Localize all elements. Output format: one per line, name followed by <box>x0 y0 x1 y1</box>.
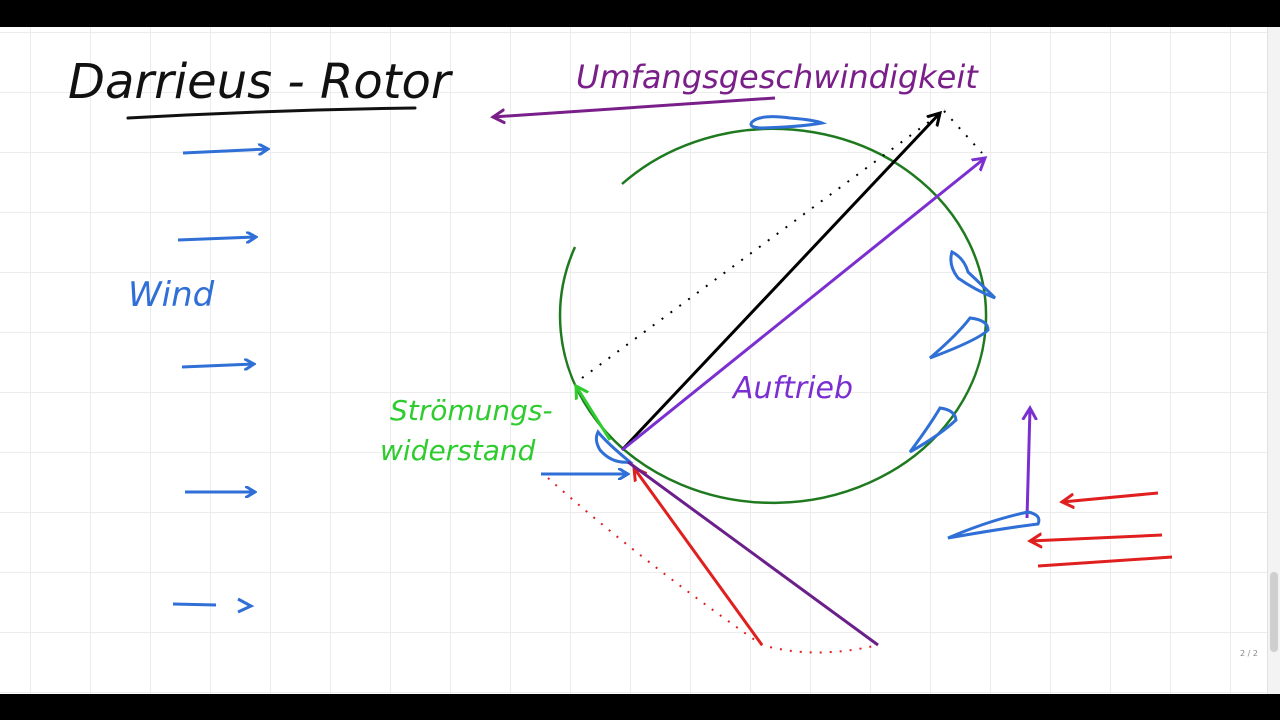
title-underline <box>126 106 417 120</box>
blade-right-middle <box>929 316 990 360</box>
wind-arrow <box>177 237 256 240</box>
wind-arrow <box>172 602 217 607</box>
blade-right-lower <box>908 406 958 454</box>
blade-right-upper <box>949 249 997 300</box>
detail-lift-arrow <box>1027 408 1030 519</box>
detail-wind-arrow <box>1030 535 1163 541</box>
rotor-blades <box>594 115 997 464</box>
projection-dotted-line <box>943 110 983 154</box>
blade-top <box>749 115 828 130</box>
drag-label-line1: Strömungs- <box>390 394 553 427</box>
circumferential-speed-label: Umfangsgeschwindigkeit <box>576 58 979 96</box>
vector-sum-dotted-line <box>547 477 879 654</box>
resultant-force-arrow <box>620 113 940 452</box>
detail-wind-arrow <box>1062 491 1159 502</box>
detail-blade <box>947 510 1041 540</box>
circumferential-speed-arrow <box>493 96 776 117</box>
wind-arrow <box>181 364 254 367</box>
scrollbar-thumb[interactable] <box>1270 572 1278 652</box>
lift-label: Auftrieb <box>731 371 853 406</box>
darrieus-rotor-sketch: Darrieus - Rotor Wind Umfangsgeschwindig… <box>68 54 1173 654</box>
relative-wind-arrow <box>634 468 764 646</box>
whiteboard-canvas[interactable]: Darrieus - Rotor Wind Umfangsgeschwindig… <box>0 27 1280 694</box>
drag-label-line2: widerstand <box>380 434 536 467</box>
vertical-scrollbar[interactable] <box>1267 27 1280 694</box>
circumferential-component-line <box>627 460 879 647</box>
blade-detail-sketch <box>947 408 1173 568</box>
wind-arrows <box>172 149 268 614</box>
blade-lower-left <box>594 429 634 464</box>
lift-arrow <box>621 158 985 452</box>
diagram-title: Darrieus - Rotor <box>68 54 454 110</box>
detail-wind-line <box>1037 555 1173 568</box>
wind-label: Wind <box>128 275 215 315</box>
page-indicator: 2 / 2 <box>1240 649 1258 658</box>
wind-arrow-head <box>237 597 255 614</box>
drag-arrow <box>576 386 612 441</box>
wind-arrow <box>182 149 268 153</box>
